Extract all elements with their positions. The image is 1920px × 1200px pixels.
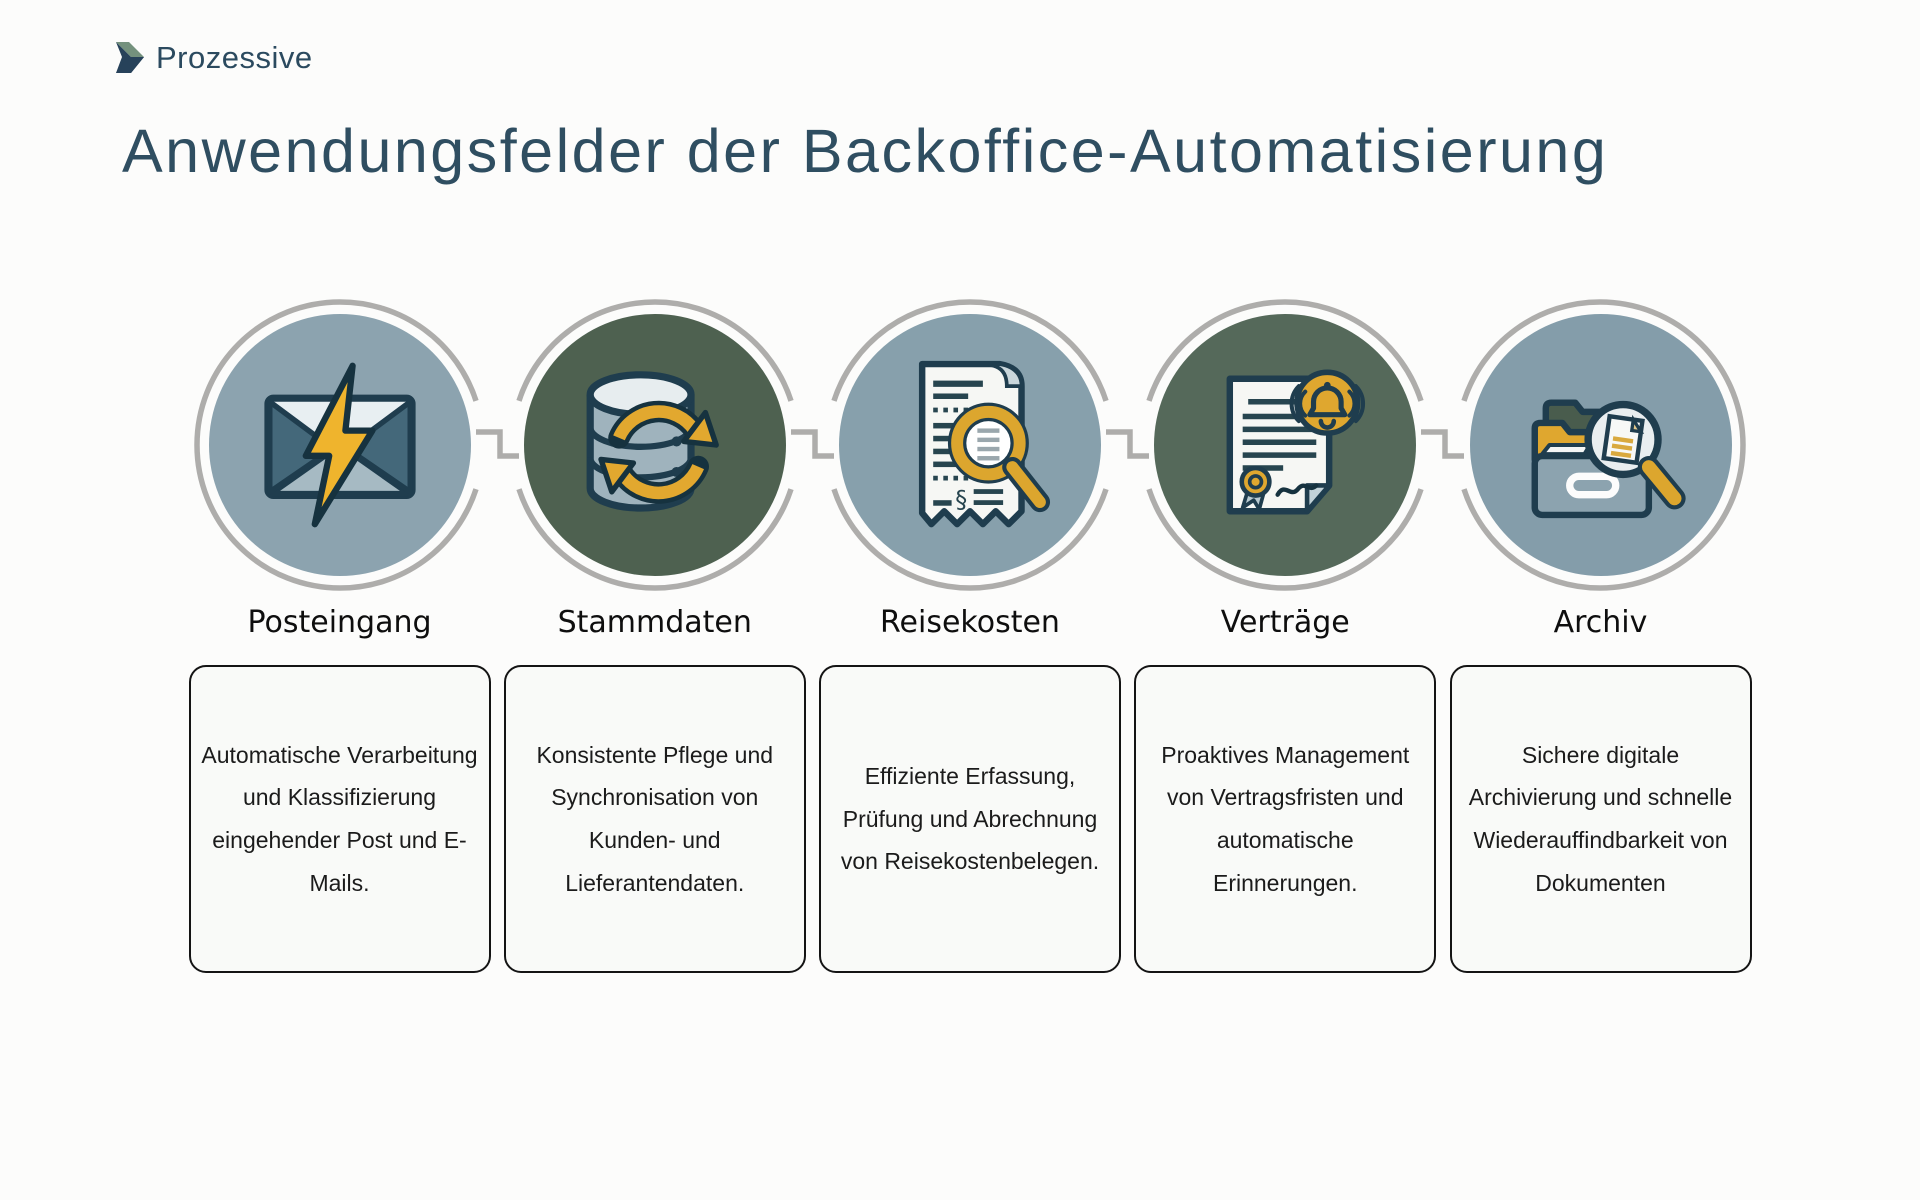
category-circle — [523, 314, 786, 576]
mail-lightning-icon — [250, 355, 430, 535]
logo-text: Prozessive — [156, 40, 313, 75]
category-row: Posteingang Automatische Verarbeitung un… — [182, 314, 1758, 973]
category-label: Archiv — [1553, 605, 1648, 640]
category-card: Konsistente Pflege und Synchronisation v… — [503, 665, 806, 973]
category-description: Proaktives Management von Vertragsfriste… — [1161, 741, 1410, 896]
category-label: Verträge — [1220, 605, 1350, 640]
receipt-magnifier-icon: § — [878, 353, 1062, 537]
category-description: Konsistente Pflege und Synchronisation v… — [536, 741, 774, 896]
category-label: Stammdaten — [557, 605, 752, 640]
category-column: Stammdaten Konsistente Pflege und Synchr… — [497, 314, 812, 973]
category-description: Sichere digitale Archivierung und schnel… — [1468, 741, 1733, 896]
category-column: § Reisekosten — [813, 314, 1128, 973]
category-column: Posteingang Automatische Verarbeitung un… — [182, 314, 497, 973]
svg-text:§: § — [955, 486, 967, 514]
category-column: Archiv Sichere digitale Archivierung und… — [1443, 314, 1758, 973]
category-label: Reisekosten — [880, 605, 1060, 640]
database-sync-icon — [565, 355, 745, 535]
category-card: Proaktives Management von Vertragsfriste… — [1134, 665, 1437, 973]
page-title: Anwendungsfelder der Backoffice-Automati… — [122, 117, 1609, 185]
category-description: Effiziente Erfassung, Prüfung und Abrech… — [840, 763, 1100, 875]
archive-search-icon — [1509, 353, 1693, 537]
category-circle — [1154, 314, 1417, 576]
category-card: Automatische Verarbeitung und Klassifizi… — [188, 665, 491, 973]
category-card: Sichere digitale Archivierung und schnel… — [1449, 665, 1752, 973]
contract-bell-icon — [1193, 353, 1377, 537]
category-label: Posteingang — [247, 605, 432, 640]
category-circle: § — [839, 314, 1101, 576]
category-card: Effiziente Erfassung, Prüfung und Abrech… — [819, 665, 1121, 973]
logo: Prozessive — [114, 40, 313, 76]
category-description: Automatische Verarbeitung und Klassifizi… — [201, 741, 478, 896]
chevron-arrow-icon — [114, 42, 148, 74]
category-circle — [1469, 314, 1732, 576]
category-column: Verträge Proaktives Management von Vertr… — [1128, 314, 1443, 973]
category-circle — [208, 314, 471, 576]
